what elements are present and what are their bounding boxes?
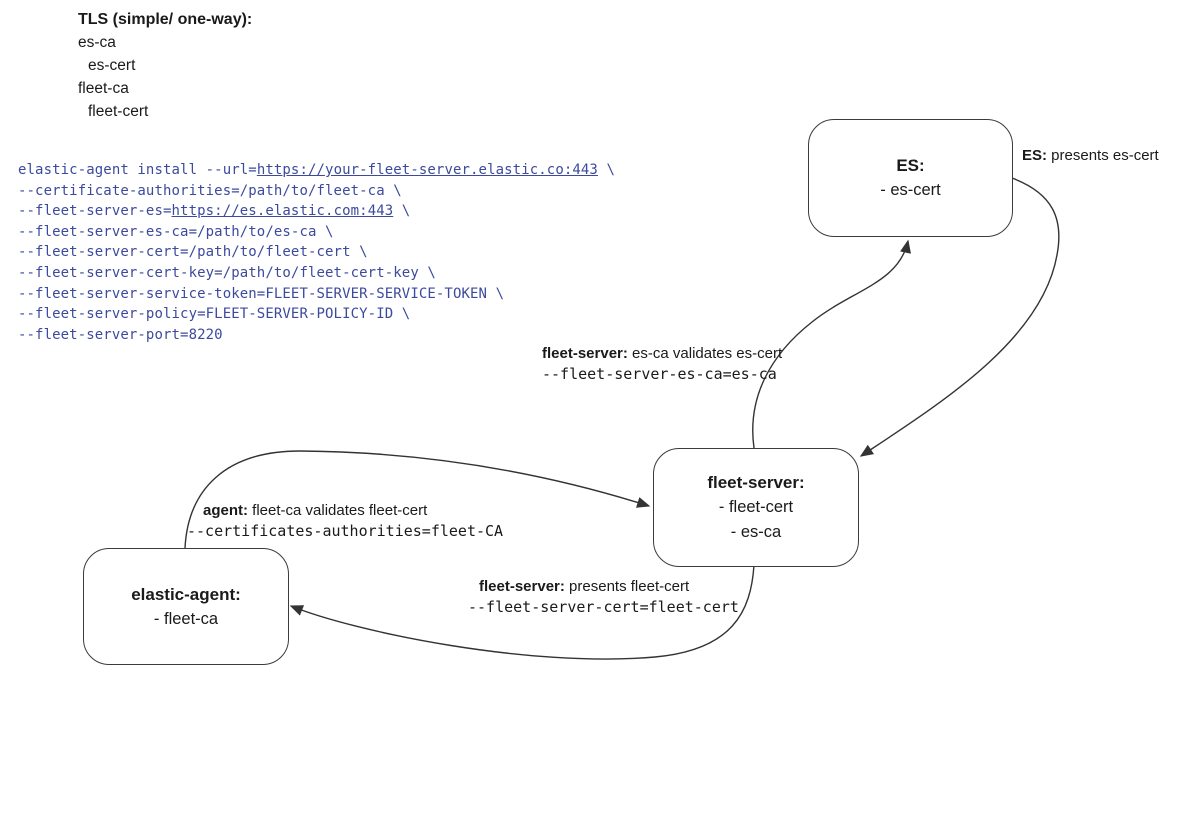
tls-item-es-cert: es-cert: [88, 57, 136, 74]
command-line: --fleet-server-policy=FLEET-SERVER-POLIC…: [18, 306, 411, 323]
annotation-line: fleet-server: presents fleet-cert: [468, 577, 739, 597]
annotation-fleet-server-presents: fleet-server: presents fleet-cert --flee…: [468, 577, 739, 617]
node-es: ES: - es-cert: [808, 119, 1013, 237]
command-line: elastic-agent install --url=https://your…: [18, 162, 616, 178]
tls-item-es-ca: es-ca: [78, 34, 116, 51]
annotation-bold-prefix: fleet-server:: [542, 345, 628, 362]
annotation-text: es-ca validates es-cert: [627, 345, 783, 362]
annotation-line: ES: presents es-cert: [1022, 146, 1159, 166]
annotation-bold-prefix: fleet-server:: [479, 578, 565, 595]
command-line: --fleet-server-cert-key=/path/to/fleet-c…: [18, 264, 436, 281]
tls-legend-title: TLS (simple/ one-way):: [78, 11, 253, 28]
annotation-flag: --fleet-server-cert=fleet-cert: [468, 598, 739, 616]
tls-legend: TLS (simple/ one-way): es-ca es-cert fle…: [78, 8, 252, 123]
annotation-flag: --certificates-authorities=fleet-CA: [187, 522, 504, 540]
annotation-bold-prefix: ES:: [1022, 147, 1048, 164]
node-elastic-agent-item: - fleet-ca: [153, 609, 219, 628]
node-es-item: - es-cert: [880, 181, 941, 199]
command-line: --fleet-server-es-ca=/path/to/es-ca \: [18, 223, 334, 240]
install-command: elastic-agent install --url=https://your…: [18, 160, 615, 345]
command-line: --fleet-server-es=https://es.elastic.com…: [18, 203, 411, 220]
tls-item-fleet-ca: fleet-ca: [78, 80, 129, 97]
node-fleet-server-item: - es-ca: [730, 523, 782, 541]
node-fleet-server-item: - fleet-cert: [718, 498, 794, 516]
command-line: --fleet-server-service-token=FLEET-SERVE…: [18, 285, 505, 302]
annotation-flag: --fleet-server-es-ca=es-ca: [542, 365, 777, 383]
command-line: --fleet-server-port=8220: [18, 326, 223, 343]
node-elastic-agent: elastic-agent: - fleet-ca: [83, 548, 289, 665]
annotation-agent-validates: agent: fleet-ca validates fleet-cert --c…: [187, 501, 503, 541]
tls-item-fleet-cert: fleet-cert: [88, 103, 149, 120]
node-elastic-agent-title: elastic-agent:: [131, 584, 241, 604]
node-fleet-server: fleet-server: - fleet-cert - es-ca: [653, 448, 859, 567]
node-fleet-server-title: fleet-server:: [707, 473, 805, 492]
command-line: --fleet-server-cert=/path/to/fleet-cert …: [18, 244, 368, 261]
annotation-bold-prefix: agent:: [203, 502, 248, 519]
annotation-line: agent: fleet-ca validates fleet-cert: [187, 501, 503, 521]
annotation-es-presents: ES: presents es-cert: [1022, 146, 1159, 166]
annotation-line: fleet-server: es-ca validates es-cert: [542, 344, 782, 364]
annotation-text: presents es-cert: [1047, 147, 1159, 164]
command-line: --certificate-authorities=/path/to/fleet…: [18, 182, 402, 199]
node-es-title: ES:: [896, 156, 925, 175]
annotation-text: presents fleet-cert: [564, 578, 690, 595]
annotation-fleet-server-validates: fleet-server: es-ca validates es-cert --…: [542, 344, 782, 384]
annotation-text: fleet-ca validates fleet-cert: [248, 502, 428, 519]
